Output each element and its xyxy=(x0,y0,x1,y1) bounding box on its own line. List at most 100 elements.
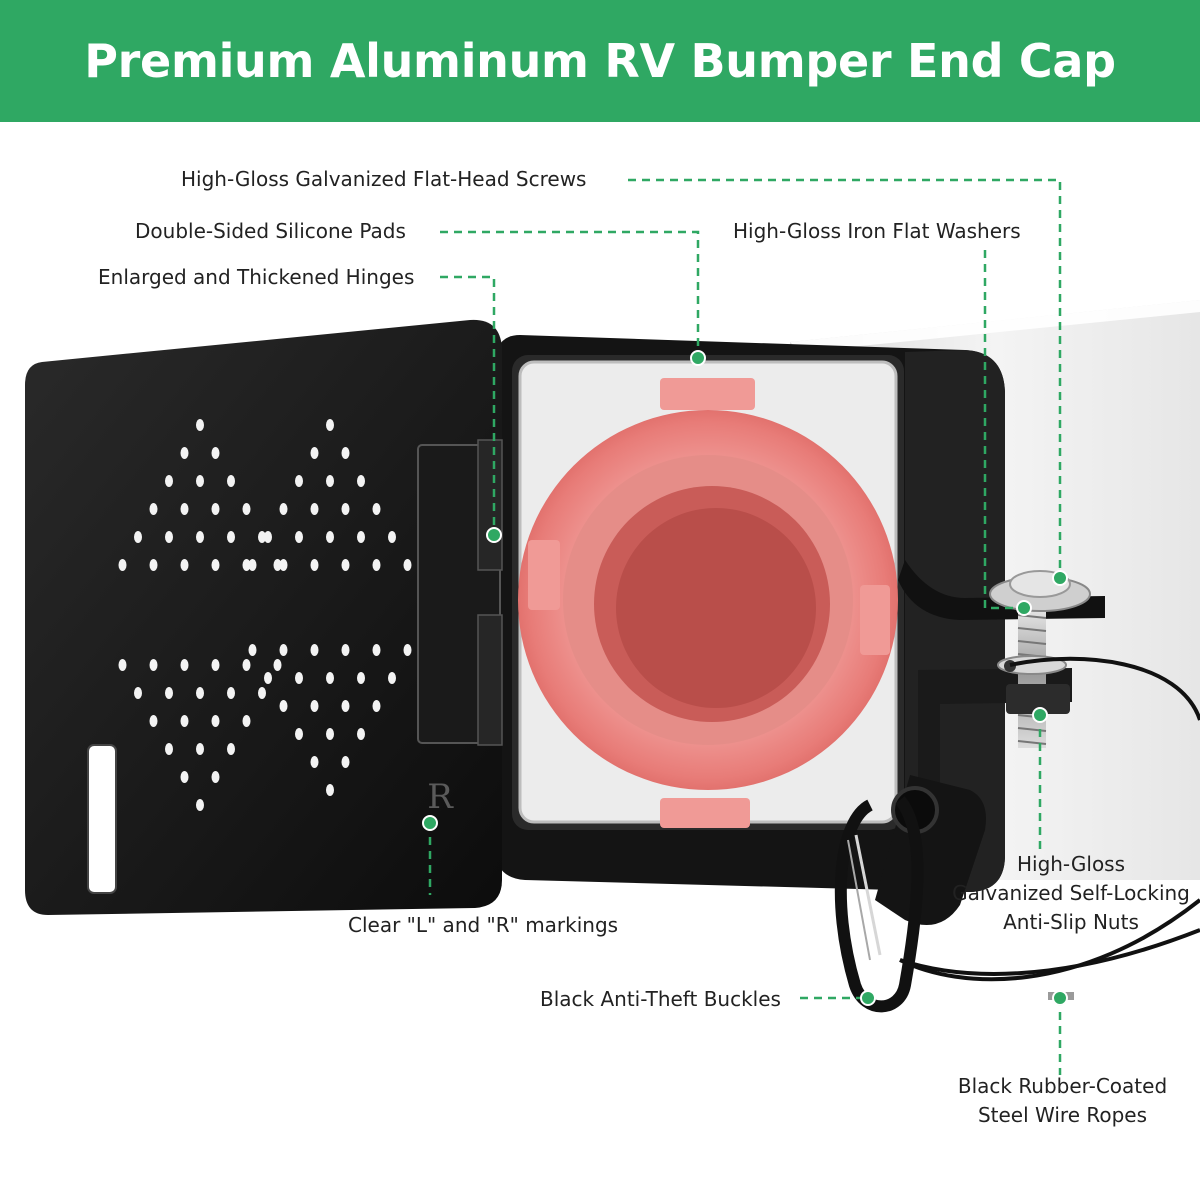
vent-hole xyxy=(326,784,334,796)
pads-dot xyxy=(690,350,706,366)
vent-hole xyxy=(403,559,412,571)
vent-hole xyxy=(341,447,350,459)
label-nuts-line1: High-Gloss xyxy=(1016,852,1126,876)
vent-hole xyxy=(227,743,235,755)
vent-hole xyxy=(264,531,272,543)
vent-hole xyxy=(388,531,396,543)
vent-hole xyxy=(211,715,220,727)
vent-hole xyxy=(341,700,350,712)
vent-hole xyxy=(264,672,272,684)
vent-holes xyxy=(118,419,412,811)
vent-hole xyxy=(196,475,204,487)
vent-hole xyxy=(165,475,173,487)
label-ropes-line2: Steel Wire Ropes xyxy=(977,1103,1148,1127)
vent-hole xyxy=(211,447,220,459)
vent-hole xyxy=(310,503,319,515)
vent-hole xyxy=(258,531,266,543)
vent-hole xyxy=(357,475,365,487)
vent-hole xyxy=(310,559,319,571)
vent-hole xyxy=(180,503,189,515)
title-banner: Premium Aluminum RV Bumper End Cap xyxy=(0,0,1200,122)
vent-hole xyxy=(372,559,381,571)
buckles-dot xyxy=(860,990,876,1006)
ropes-dot xyxy=(1052,990,1068,1006)
vent-hole xyxy=(180,771,189,783)
vent-hole xyxy=(357,672,365,684)
vent-hole xyxy=(273,659,282,671)
vent-hole xyxy=(211,559,220,571)
vent-hole xyxy=(227,531,235,543)
vent-hole xyxy=(388,672,396,684)
vent-hole xyxy=(372,700,381,712)
vent-hole xyxy=(118,659,127,671)
nuts-dot xyxy=(1032,707,1048,723)
vent-hole xyxy=(118,559,127,571)
vent-hole xyxy=(326,531,334,543)
vent-hole xyxy=(403,644,412,656)
bolt-assembly xyxy=(989,570,1091,748)
vent-hole xyxy=(310,756,319,768)
vent-hole xyxy=(149,503,158,515)
label-hinges: Enlarged and Thickened Hinges xyxy=(98,265,415,289)
vent-hole xyxy=(196,799,204,811)
label-washers: High-Gloss Iron Flat Washers xyxy=(733,219,1021,243)
label-ropes: Black Rubber-Coated Steel Wire Ropes xyxy=(940,1072,1185,1130)
vent-hole xyxy=(242,559,251,571)
vent-hole xyxy=(326,419,334,431)
vent-hole xyxy=(149,559,158,571)
end-cap-lid xyxy=(25,319,502,915)
vent-hole xyxy=(357,531,365,543)
vent-hole xyxy=(180,447,189,459)
vent-hole xyxy=(165,687,173,699)
vent-hole xyxy=(211,659,220,671)
vent-hole xyxy=(149,715,158,727)
vent-hole xyxy=(134,531,142,543)
callout-dots xyxy=(422,350,1068,1006)
silicone-pad xyxy=(518,378,898,828)
vent-hole xyxy=(341,644,350,656)
page-title: Premium Aluminum RV Bumper End Cap xyxy=(84,34,1116,88)
callout-lines xyxy=(428,178,1062,1075)
vent-hole xyxy=(295,531,303,543)
vent-hole xyxy=(242,503,251,515)
markings-dot xyxy=(422,815,438,831)
vent-hole xyxy=(242,659,251,671)
vent-hole xyxy=(310,700,319,712)
vent-hole xyxy=(279,559,288,571)
vent-hole xyxy=(326,475,334,487)
label-ropes-line1: Black Rubber-Coated xyxy=(957,1074,1168,1098)
vent-hole xyxy=(279,700,288,712)
vent-hole xyxy=(227,687,235,699)
vent-hole xyxy=(273,559,282,571)
vent-hole xyxy=(248,559,257,571)
hinges-dot xyxy=(486,527,502,543)
label-screws: High-Gloss Galvanized Flat-Head Screws xyxy=(181,167,587,191)
vent-hole xyxy=(310,644,319,656)
vent-hole xyxy=(227,475,235,487)
label-nuts-line3: Anti-Slip Nuts xyxy=(1003,910,1139,934)
vent-hole xyxy=(295,672,303,684)
vent-hole xyxy=(357,728,365,740)
anti-theft-buckle xyxy=(834,775,986,1013)
vent-hole xyxy=(196,531,204,543)
vent-hole xyxy=(326,728,334,740)
vent-hole xyxy=(295,475,303,487)
label-nuts-line2: Galvanized Self-Locking xyxy=(952,881,1190,905)
vent-hole xyxy=(134,687,142,699)
vent-hole xyxy=(372,644,381,656)
screws-dot xyxy=(1052,570,1068,586)
vent-hole xyxy=(248,644,257,656)
vent-hole xyxy=(165,531,173,543)
label-pads: Double-Sided Silicone Pads xyxy=(135,219,406,243)
vent-hole xyxy=(196,419,204,431)
vent-hole xyxy=(211,771,220,783)
vent-hole xyxy=(211,503,220,515)
vent-hole xyxy=(341,503,350,515)
vent-hole xyxy=(341,559,350,571)
vent-hole xyxy=(149,659,158,671)
vent-hole xyxy=(242,715,251,727)
label-buckles: Black Anti-Theft Buckles xyxy=(540,987,781,1011)
washers-dot xyxy=(1016,600,1032,616)
vent-hole xyxy=(310,447,319,459)
